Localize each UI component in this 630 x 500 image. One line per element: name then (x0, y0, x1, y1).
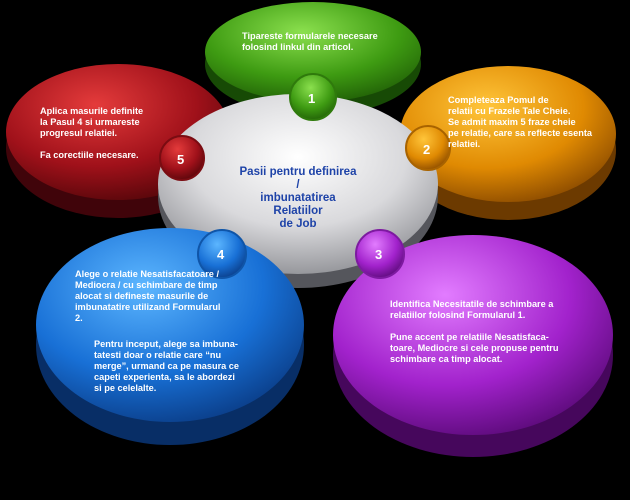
step-1-line: Tipareste formularele necesare (242, 31, 378, 41)
step-3-line (390, 321, 558, 332)
step-1-number: 1 (308, 91, 316, 106)
step-4-line: capeti experienta, sa le abordezi (94, 372, 235, 382)
step-5-line: Aplica masurile definite (40, 106, 144, 116)
step-2-disc (400, 66, 616, 220)
title-line-3: de Job (279, 218, 317, 230)
step-4-line: si pe celelalte. (94, 383, 157, 393)
step-5-line: la Pasul 4 si urmareste (40, 117, 140, 127)
step-2-text: Completeaza Pomul de relatii cu Frazele … (448, 95, 592, 150)
connector-knobs (159, 73, 451, 279)
step-5-line (40, 139, 143, 150)
step-4-line (75, 324, 220, 335)
step-5-text: Aplica masurile definite la Pasul 4 si u… (40, 106, 143, 161)
step-2-line: Completeaza Pomul de (448, 95, 549, 105)
step-3-line: toare, Mediocre si cele propuse pentru (390, 343, 559, 353)
step-3-text: Identifica Necesitatile de schimbare a r… (390, 299, 558, 365)
step-1-disc (205, 2, 421, 116)
step-3-line: Pune accent pe relatiile Nesatisfaca- (390, 332, 549, 342)
step-3-disc (333, 235, 613, 457)
step-4-line: tatesti doar o relatie care “nu (94, 350, 222, 360)
step-2-number: 2 (423, 142, 431, 157)
step-4-disc (36, 228, 304, 445)
step-2-line: Se admit maxim 5 fraze cheie (448, 117, 576, 127)
step-1-line: folosind linkul din articol. (242, 42, 354, 52)
step-2-line: relatiei. (448, 139, 481, 149)
title-line-2: imbunatatirea Relatiilor (260, 192, 336, 217)
step-5-line: progresul relatiei. (40, 128, 118, 138)
step-4-line: Mediocra / cu schimbare de timp (75, 280, 218, 290)
step-4-line: alocat si defineste masurile de (75, 291, 209, 301)
step-3-line: schimbare ca timp alocat. (390, 354, 503, 364)
title-line-1: Pasii pentru definirea / (239, 166, 357, 191)
step-2-line: pe relatie, care sa reflecte esenta (448, 128, 593, 138)
step-1-text: Tipareste formularele necesare folosind … (242, 31, 378, 53)
diagram-title: Pasii pentru definirea / imbunatatirea R… (238, 166, 358, 231)
step-4-line: merge”, urmand ca pe masura ce (94, 361, 240, 371)
step-3-line: relatiilor folosind Formularul 1. (390, 310, 526, 320)
step-4-note: Pentru inceput, alege sa imbuna- tatesti… (94, 339, 239, 394)
step-3-number: 3 (375, 247, 383, 262)
step-4-number: 4 (217, 247, 225, 262)
step-4-line: Alege o relatie Nesatisfacatoare / (75, 269, 220, 279)
step-2-line: relatii cu Frazele Tale Cheie. (448, 106, 571, 116)
step-4-line: Pentru inceput, alege sa imbuna- (94, 339, 238, 349)
step-5-line: Fa corectiile necesare. (40, 150, 139, 160)
step-4-line: 2. (75, 313, 83, 323)
step-5-number: 5 (177, 152, 185, 167)
step-4-line: imbunatatire utilizand Formularul (75, 302, 221, 312)
step-3-line: Identifica Necesitatile de schimbare a (390, 299, 554, 309)
step-4-text: Alege o relatie Nesatisfacatoare / Medio… (75, 269, 220, 335)
